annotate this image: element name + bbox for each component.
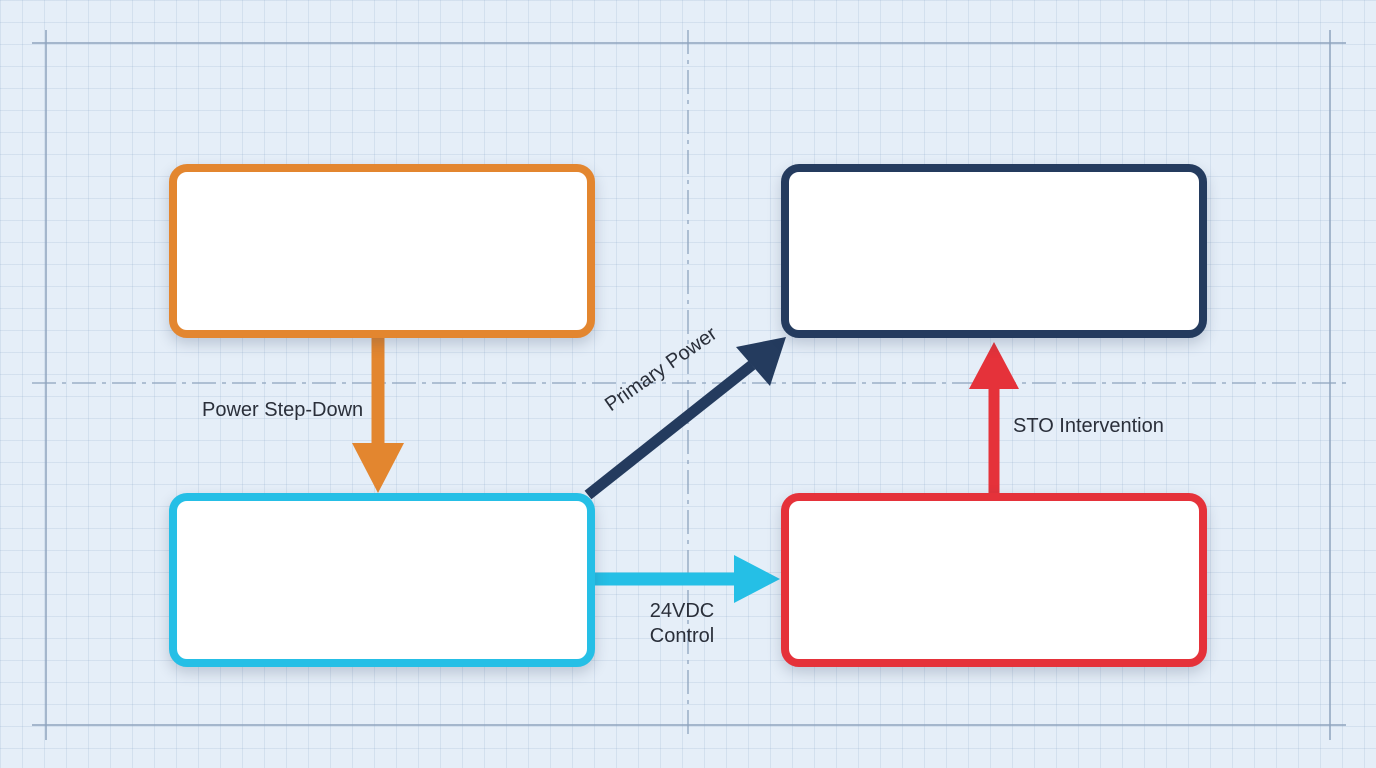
arrow-control [595,555,780,603]
arrow-control-head [734,555,780,603]
block-bottom-right-red [781,493,1207,667]
arrow-primary-power-shaft [584,360,756,500]
arrow-primary-power [584,337,786,500]
arrow-primary-power-head [736,337,786,386]
label-24vdc-control-line1: 24VDC [649,600,715,622]
arrow-sto [969,342,1019,493]
arrow-step-down [352,338,404,493]
block-top-left-orange [169,164,595,338]
block-top-right-navy [781,164,1207,338]
frame-guides [32,30,1346,740]
label-24vdc-control: 24VDC Control [612,599,752,649]
label-sto-intervention: STO Intervention [1013,415,1164,437]
block-bottom-left-cyan [169,493,595,667]
label-power-step-down: Power Step-Down [202,399,364,421]
label-24vdc-control-line2: Control [649,625,715,647]
arrow-step-down-head [352,443,404,493]
arrow-sto-head [969,342,1019,389]
